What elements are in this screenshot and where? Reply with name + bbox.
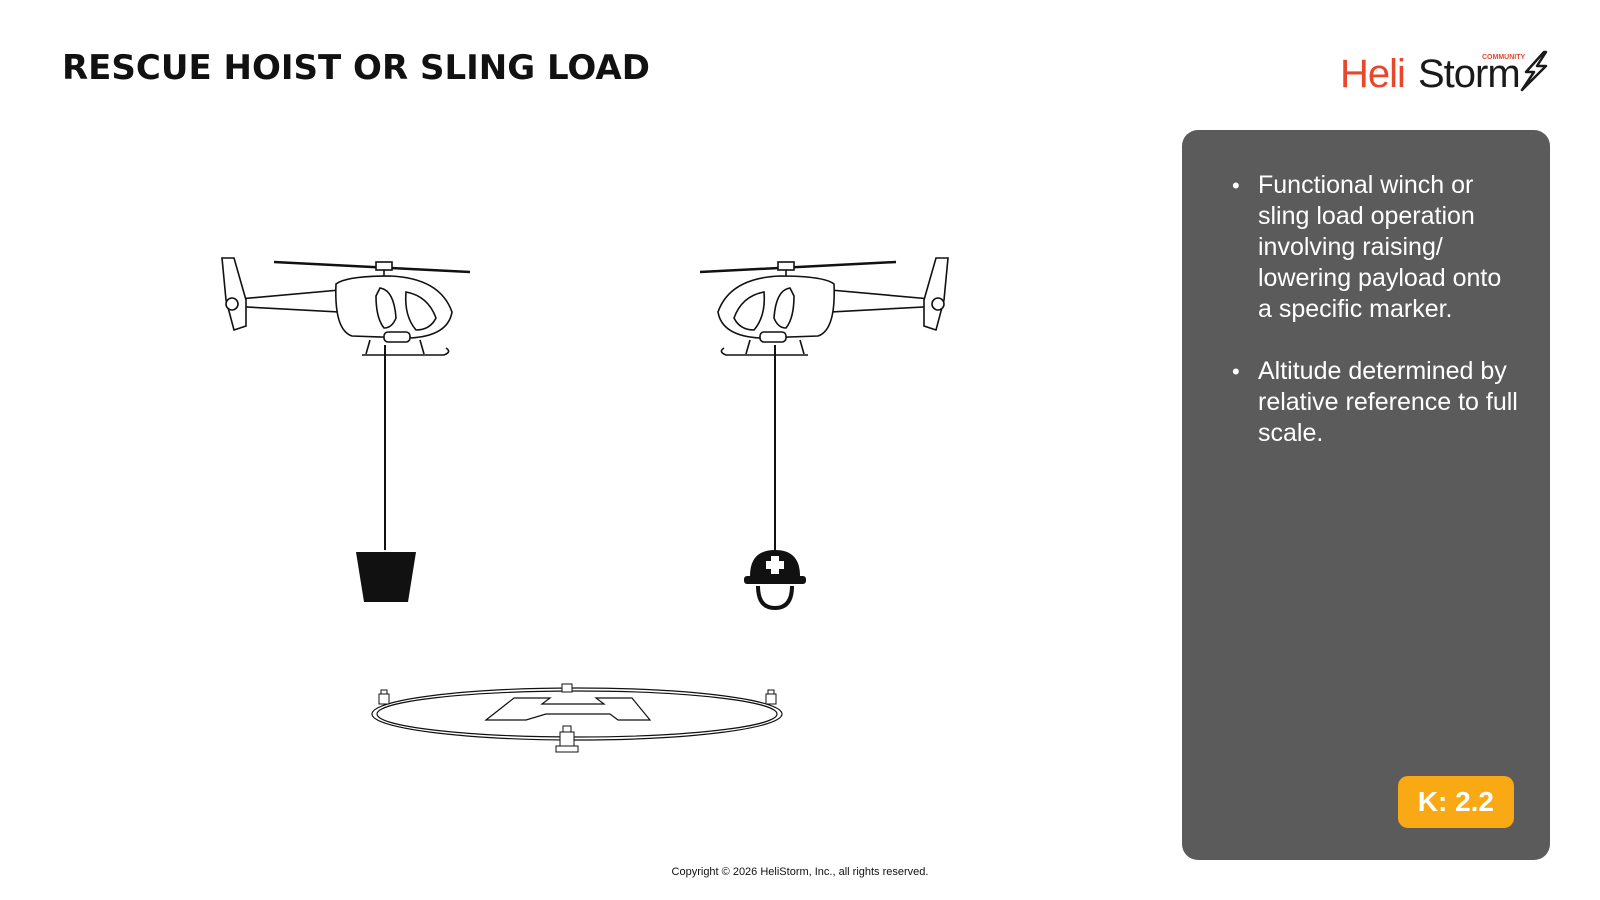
bullet-list: Functional winch or sling load operation… [1232, 170, 1522, 480]
illustration [221, 257, 949, 753]
k-factor-badge: K: 2.2 [1397, 776, 1514, 828]
info-panel: Functional winch or sling load operation… [1182, 130, 1550, 860]
bucket-icon [356, 552, 416, 602]
helipad-icon [371, 683, 783, 753]
page-title: RESCUE HOIST OR SLING LOAD [62, 48, 650, 88]
helicopter-right [699, 257, 949, 356]
logo-community: COMMUNITY [1482, 54, 1526, 61]
copyright-text: Copyright © 2026 HeliStorm, Inc., all ri… [671, 866, 929, 878]
lightning-icon [1520, 50, 1548, 92]
logo-storm: Storm [1418, 52, 1521, 96]
bullet-item: Functional winch or sling load operation… [1232, 170, 1522, 325]
helicopter-left [221, 257, 471, 550]
bullet-item: Altitude determined by relative referenc… [1232, 356, 1522, 449]
logo-heli: Heli [1340, 52, 1406, 96]
rescuer-helmet-icon [744, 550, 806, 611]
helistorm-logo: Heli Storm COMMUNITY [1340, 48, 1550, 98]
